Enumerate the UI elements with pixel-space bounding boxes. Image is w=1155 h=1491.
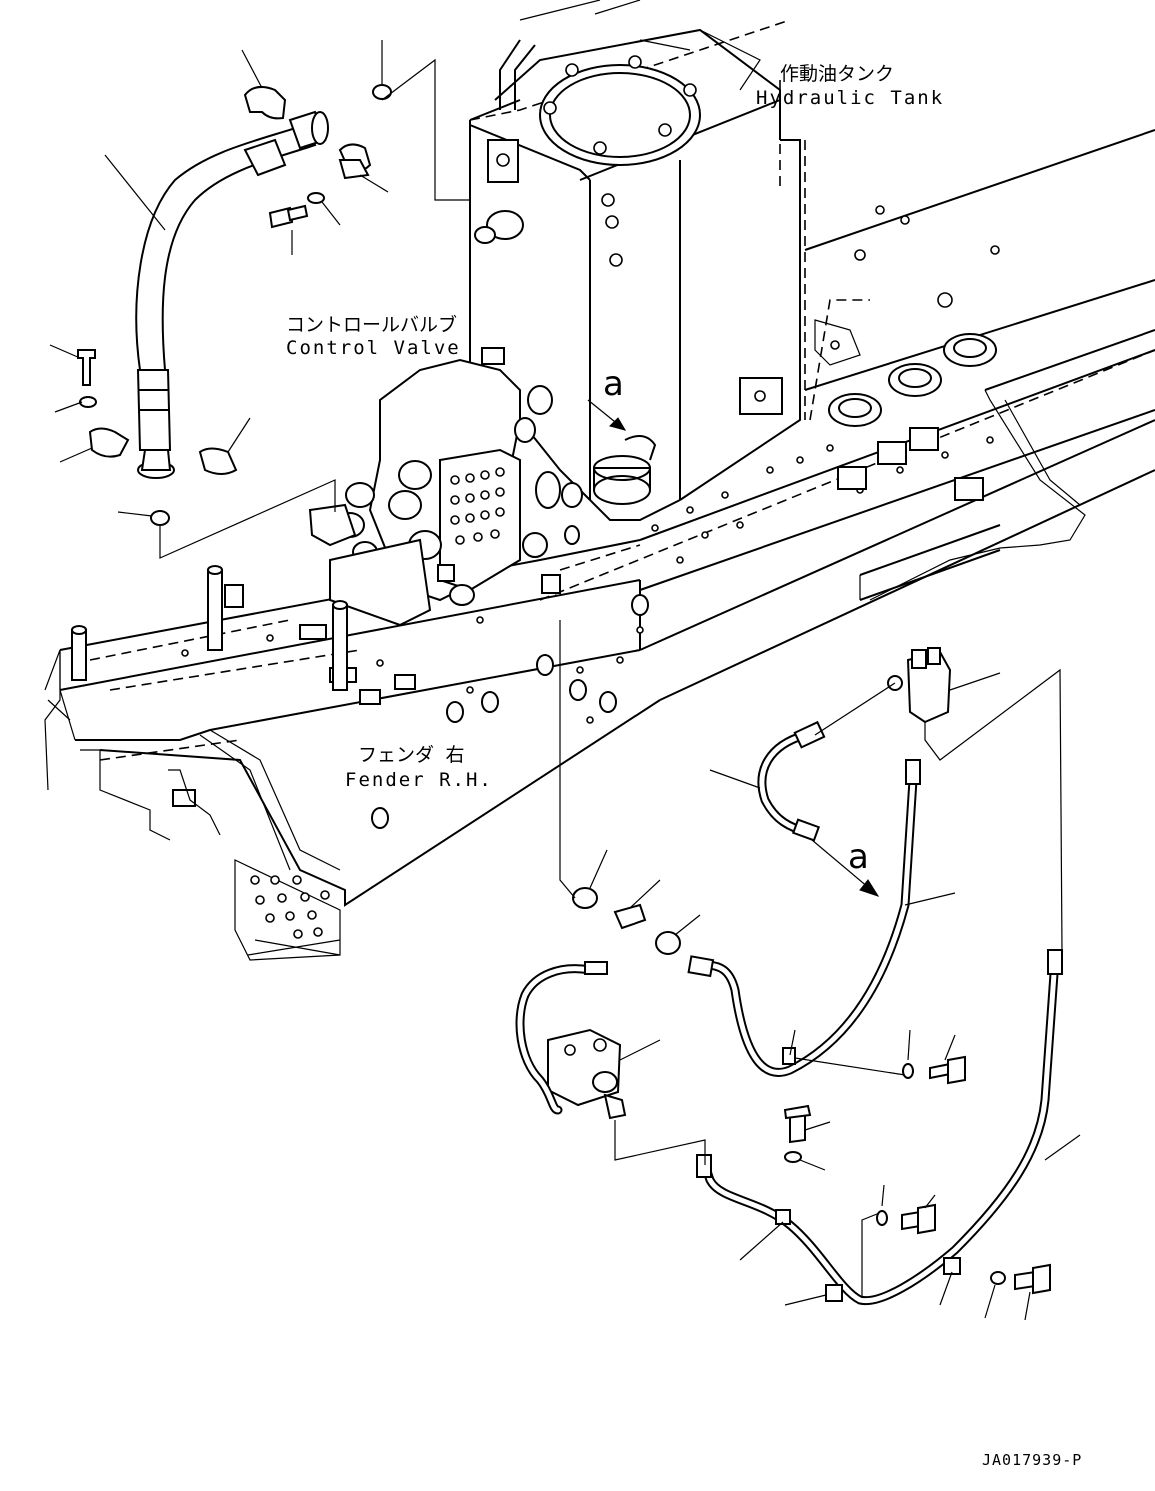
mounting-studs: [71, 565, 348, 691]
view-marker-a-lower: a: [848, 837, 869, 877]
pilot-hose-upper: [709, 682, 896, 842]
fender-label-en: Fender R.H.: [345, 769, 493, 791]
hydraulic-tank: [469, 28, 801, 521]
control-valve-label-en: Control Valve: [286, 337, 461, 359]
control-valve-label-jp: コントロールバルブ: [286, 313, 457, 336]
hydraulic-tank-label-jp: 作動油タンク: [780, 63, 894, 85]
fender-label-jp: フェンダ 右: [358, 744, 464, 766]
pilot-hose-long: [687, 759, 956, 1077]
upper-split-flanges: [241, 40, 470, 255]
solenoid-valve: [515, 961, 706, 1165]
accumulator-valve-block: [887, 647, 1063, 951]
pilot-hose-right: [696, 949, 1081, 1306]
main-hose-assembly: [104, 110, 329, 479]
drawing-code: JA017939-P: [982, 1451, 1082, 1469]
view-arrows: [587, 399, 880, 897]
control-valve: [224, 358, 583, 705]
hydraulic-tank-label-en: Hydraulic Tank: [756, 87, 944, 109]
lower-split-flanges: [49, 344, 336, 559]
view-marker-a-upper: a: [603, 364, 624, 404]
revolving-frame: [44, 0, 1155, 961]
fittings-and-orings: [559, 620, 1051, 1321]
